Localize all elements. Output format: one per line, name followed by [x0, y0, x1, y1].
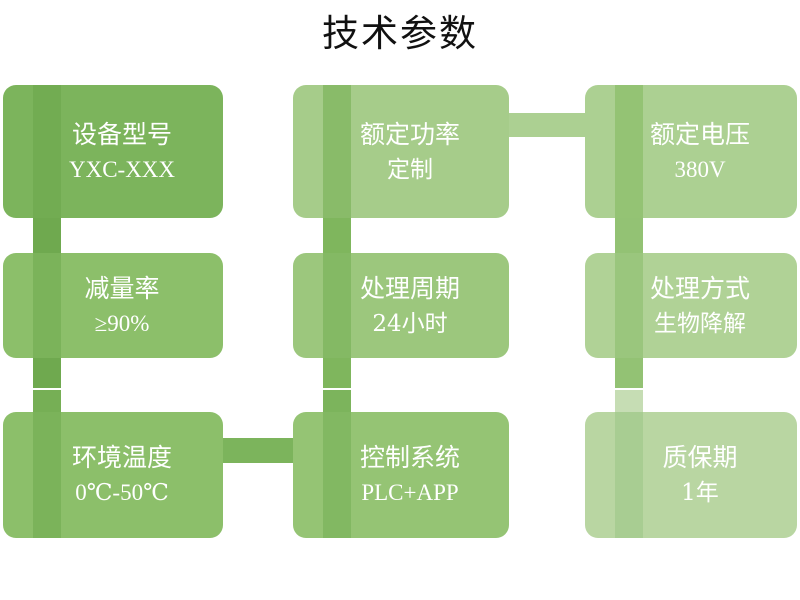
- spec-card-label: 处理方式: [649, 273, 750, 303]
- spec-card-text: 质保期 1年: [585, 440, 797, 510]
- spec-card-text: 减量率 ≥90%: [3, 271, 223, 341]
- spec-card-value: YXC-XXX: [68, 156, 176, 182]
- spec-card-text: 额定功率定制: [293, 117, 509, 187]
- spec-card-accent-bar-treatment-method: [615, 253, 643, 358]
- spec-card-label: 额定功率: [359, 119, 460, 149]
- spec-card-label: 质保期: [662, 443, 738, 472]
- spec-card-accent-bar-rated-voltage: [615, 85, 643, 218]
- spec-card-value: 生物降解: [654, 310, 746, 337]
- spec-card-text: 环境温度 0℃-50℃: [3, 440, 223, 510]
- spec-card-accent-bar-device-model: [33, 85, 61, 218]
- spec-card-accent-bar-reduction-rate: [33, 253, 61, 358]
- spec-card-value: 0℃-50℃: [75, 480, 169, 505]
- spec-card-label: 额定电压: [649, 119, 750, 149]
- spec-card-label: 减量率: [84, 273, 160, 303]
- spec-card-text: 处理周期 24小时: [293, 271, 509, 341]
- spec-card-accent-bar-warranty-period: [615, 412, 643, 538]
- spec-card-label: 环境温度: [71, 443, 172, 472]
- spec-card-value: ≥90%: [94, 310, 150, 336]
- spec-card-value: 1年: [681, 480, 719, 506]
- spec-card-value: 24小时: [372, 310, 448, 337]
- spec-card-label: 设备型号: [71, 119, 172, 149]
- spec-card-label: 控制系统: [359, 443, 460, 472]
- spec-card-value: 定制: [387, 156, 433, 183]
- spec-card-value: PLC+APP: [361, 480, 459, 505]
- spec-card-text: 设备型号 YXC-XXX: [3, 117, 223, 187]
- spec-card-accent-bar-ambient-temperature: [33, 412, 61, 538]
- spec-card-text: 处理方式生物降解: [585, 271, 797, 341]
- spec-card-text: 控制系统 PLC+APP: [293, 440, 509, 510]
- page-title: 技术参数: [322, 12, 478, 55]
- spec-card-value: 380V: [674, 156, 726, 182]
- spec-card-text: 额定电压 380V: [585, 117, 797, 187]
- spec-card-accent-bar-treatment-cycle: [323, 253, 351, 358]
- spec-card-accent-bar-rated-power: [323, 85, 351, 218]
- spec-card-accent-bar-control-system: [323, 412, 351, 538]
- spec-card-label: 处理周期: [359, 273, 460, 303]
